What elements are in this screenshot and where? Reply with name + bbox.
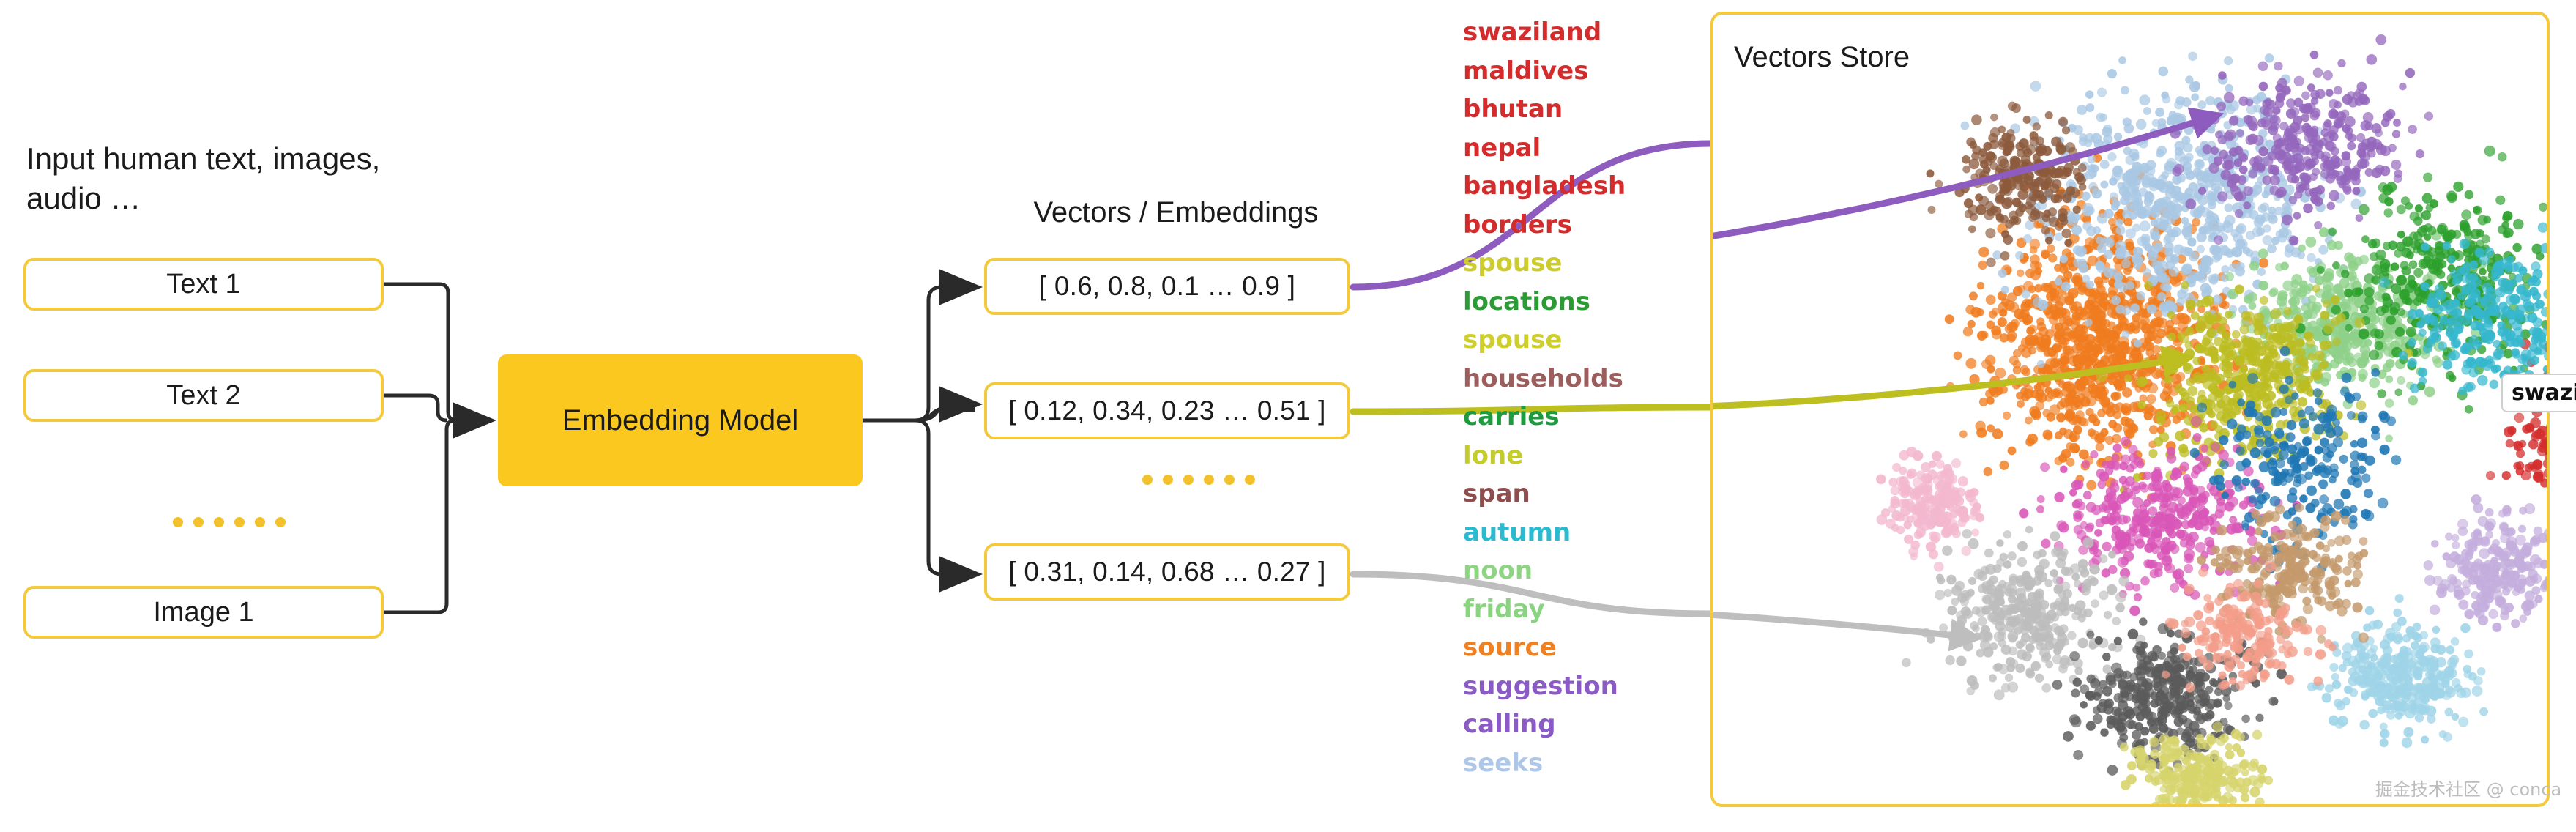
word-list: swaziland maldives bhutan nepal bangladesh bo… xyxy=(1463,13,1683,782)
vectors-store-title: Vectors Store xyxy=(1734,41,1910,73)
scatter-cluster-brown xyxy=(1926,101,2087,267)
scatter-cluster-tan xyxy=(2196,502,2369,644)
word-list-item: households xyxy=(1463,363,1623,393)
word-list-item: noon xyxy=(1463,556,1533,585)
olive-arrow xyxy=(1713,345,2195,410)
vector-value: [ 0.12, 0.34, 0.23 … 0.51 ] xyxy=(1008,395,1326,426)
vectors-ellipsis-dots xyxy=(1142,475,1255,485)
word-list-item: friday xyxy=(1463,594,1545,624)
scatter-cluster-sky-pale xyxy=(2307,593,2489,749)
word-list-item: spouse xyxy=(1463,248,1563,278)
watermark: 掘金技术社区 @ conca xyxy=(2375,779,2562,800)
scatter-cluster-pink-pale xyxy=(1875,446,1985,572)
word-list-item: suggestion xyxy=(1463,671,1618,701)
word-list-item: carries xyxy=(1463,402,1560,431)
word-list-item: seeks xyxy=(1463,748,1544,778)
word-list-item: bangladesh xyxy=(1463,171,1626,201)
word-list-item: bhutan xyxy=(1463,94,1563,124)
store-arrows xyxy=(1713,107,2225,652)
swaziland-callout-label[interactable]: swaziland xyxy=(2501,374,2576,412)
input-box-image-1[interactable]: Image 1 xyxy=(23,586,384,639)
scatter-cluster-khaki xyxy=(2119,721,2274,804)
word-list-item: autumn xyxy=(1463,517,1571,547)
gray-arrow xyxy=(1713,612,1983,652)
scatter-cluster-purple xyxy=(2170,34,2434,246)
input-box-label: Text 2 xyxy=(166,379,241,411)
vector-box-2[interactable]: [ 0.12, 0.34, 0.23 … 0.51 ] xyxy=(984,382,1350,439)
vector-value: [ 0.31, 0.14, 0.68 … 0.27 ] xyxy=(1008,557,1326,587)
scatter-points xyxy=(1875,34,2547,804)
word-list-item: swaziland xyxy=(1463,18,1602,47)
embedding-model-label: Embedding Model xyxy=(562,404,799,437)
input-caption: Input human text, images, audio … xyxy=(26,141,381,215)
vector-box-3[interactable]: [ 0.31, 0.14, 0.68 … 0.27 ] xyxy=(984,543,1350,601)
word-list-item: spouse xyxy=(1463,325,1563,354)
input-box-text-1[interactable]: Text 1 xyxy=(23,258,384,311)
word-list-item: span xyxy=(1463,479,1530,508)
word-list-item: source xyxy=(1463,633,1557,662)
purple-arrow xyxy=(1713,107,2225,239)
vector-box-1[interactable]: [ 0.6, 0.8, 0.1 … 0.9 ] xyxy=(984,258,1350,315)
word-list-item: maldives xyxy=(1463,56,1589,86)
vector-value: [ 0.6, 0.8, 0.1 … 0.9 ] xyxy=(1038,271,1296,301)
input-ellipsis-dots xyxy=(173,517,286,527)
scatter-cluster-light-blue xyxy=(1960,51,2367,368)
input-box-text-2[interactable]: Text 2 xyxy=(23,369,384,422)
word-list-item: calling xyxy=(1463,710,1556,739)
word-list-item: locations xyxy=(1463,286,1590,316)
scatter-cluster-lavender xyxy=(2423,494,2547,633)
vectors-section-title: Vectors / Embeddings xyxy=(1033,196,1319,229)
word-list-item: lone xyxy=(1463,440,1524,470)
embedding-model-block[interactable]: Embedding Model xyxy=(498,354,863,486)
scatter-cluster-cyan xyxy=(2378,222,2547,403)
scatter-cluster-salmon xyxy=(2162,561,2337,693)
word-list-item: borders xyxy=(1463,209,1572,239)
vectors-store-panel: Vectors Store xyxy=(1710,12,2550,807)
embedding-scatter-plot xyxy=(1713,34,2547,804)
word-list-item: nepal xyxy=(1463,133,1541,163)
input-box-label: Image 1 xyxy=(153,596,254,628)
input-box-label: Text 1 xyxy=(166,268,241,300)
